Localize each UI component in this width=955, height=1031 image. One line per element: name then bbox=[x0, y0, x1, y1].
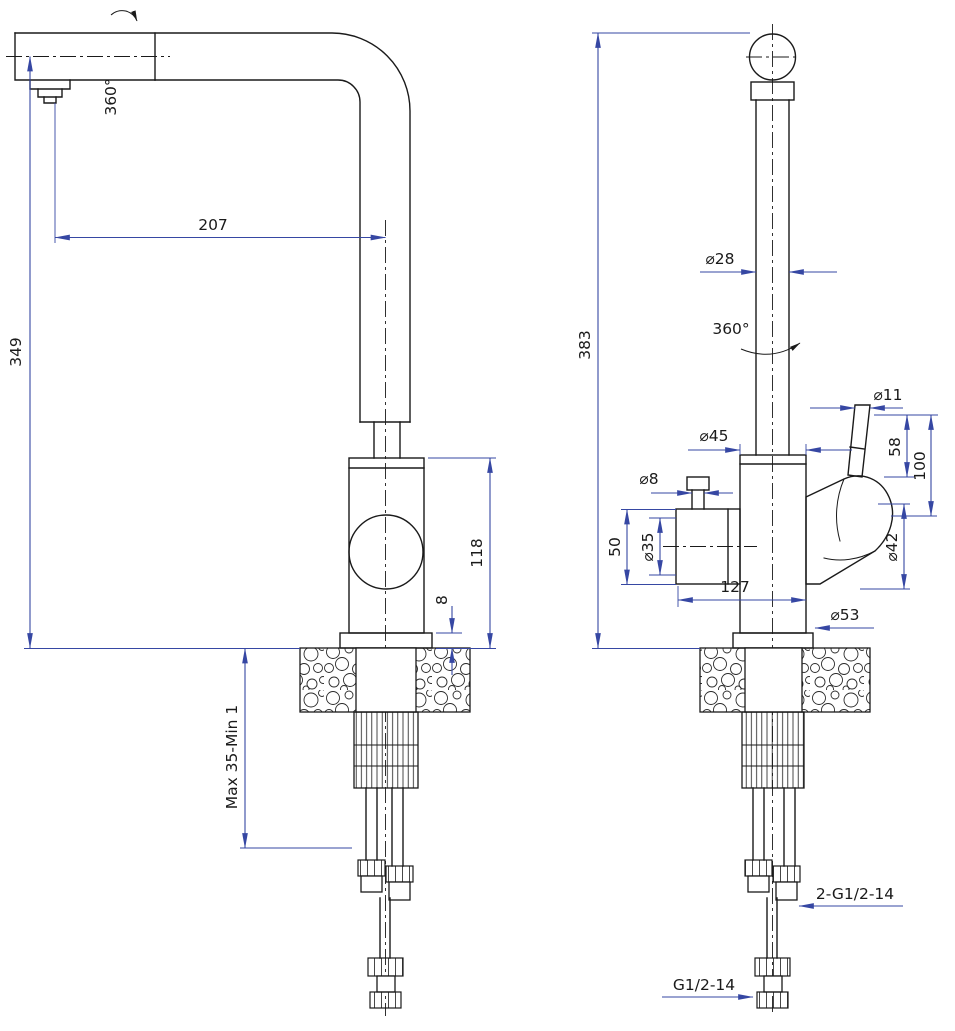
rotation-arrow-right bbox=[740, 342, 801, 355]
rotation-arrow-left bbox=[110, 10, 138, 22]
body-side bbox=[339, 421, 433, 649]
mounting-shank-right bbox=[741, 711, 805, 789]
hoses-left bbox=[357, 787, 414, 1009]
dim-body-height: 118 bbox=[468, 538, 486, 568]
dim-pipe-diameter: ⌀28 bbox=[705, 250, 734, 268]
hose-nut bbox=[744, 859, 773, 877]
hose-nut bbox=[385, 865, 414, 883]
mounting-shank-left bbox=[353, 711, 419, 789]
dim-boss-height: 50 bbox=[606, 537, 624, 557]
dim-reach: 207 bbox=[198, 216, 228, 234]
handle-bell bbox=[805, 475, 894, 585]
inlet-nut bbox=[367, 957, 404, 977]
rotation-label-left: 360° bbox=[102, 78, 120, 115]
hose-nut bbox=[772, 865, 801, 883]
dimensions-left: 207 349 118 8 Max 35-Min 1 bbox=[7, 55, 496, 849]
dim-base-diameter: ⌀53 bbox=[830, 606, 859, 624]
left-view: 360° bbox=[6, 10, 496, 1016]
base-flange-front bbox=[732, 632, 814, 649]
dim-handle-diameter: ⌀42 bbox=[883, 532, 901, 561]
dim-width: 127 bbox=[720, 578, 750, 596]
base-flange-side bbox=[339, 632, 433, 649]
dim-hose-thread: 2-G1/2-14 bbox=[816, 885, 894, 903]
rotation-label-right: 360° bbox=[712, 320, 749, 338]
dimensions-right: 383 ⌀28 ⌀45 ⌀8 50 ⌀35 ⌀11 58 bbox=[576, 32, 938, 1000]
lever-handle bbox=[805, 404, 894, 585]
hose-nut bbox=[357, 859, 386, 877]
dim-lever-length: 58 bbox=[886, 437, 904, 457]
dim-total-height: 383 bbox=[576, 330, 594, 360]
dim-lever-diameter: ⌀11 bbox=[873, 386, 902, 404]
dim-base-thickness: 8 bbox=[433, 595, 451, 605]
shank-through-counter-left bbox=[355, 647, 417, 713]
dim-height: 349 bbox=[7, 337, 25, 367]
shank-through-counter-right bbox=[744, 647, 803, 713]
dim-boss-diameter: ⌀35 bbox=[639, 532, 657, 561]
spout-outline bbox=[14, 32, 411, 423]
right-view: 360° 383 ⌀28 bbox=[576, 24, 938, 1016]
inlet-nut bbox=[754, 957, 791, 977]
centerlines-left bbox=[6, 56, 386, 1016]
body-front bbox=[732, 454, 814, 649]
dim-mounting-thickness: Max 35-Min 1 bbox=[223, 705, 241, 810]
spout-front bbox=[748, 33, 797, 456]
centerlines-right bbox=[663, 24, 799, 1016]
dim-spout-diameter: ⌀8 bbox=[639, 470, 658, 488]
dim-inlet-thread: G1/2-14 bbox=[673, 976, 735, 994]
filter-boss bbox=[675, 476, 741, 585]
dim-handle-height: 100 bbox=[911, 451, 929, 481]
dim-body-diameter: ⌀45 bbox=[699, 427, 728, 445]
filter-spout-tip bbox=[686, 476, 710, 491]
handle-joint-side bbox=[348, 514, 424, 590]
lever-rod bbox=[847, 404, 871, 478]
hoses-right bbox=[744, 787, 801, 1009]
aerator bbox=[29, 79, 71, 104]
